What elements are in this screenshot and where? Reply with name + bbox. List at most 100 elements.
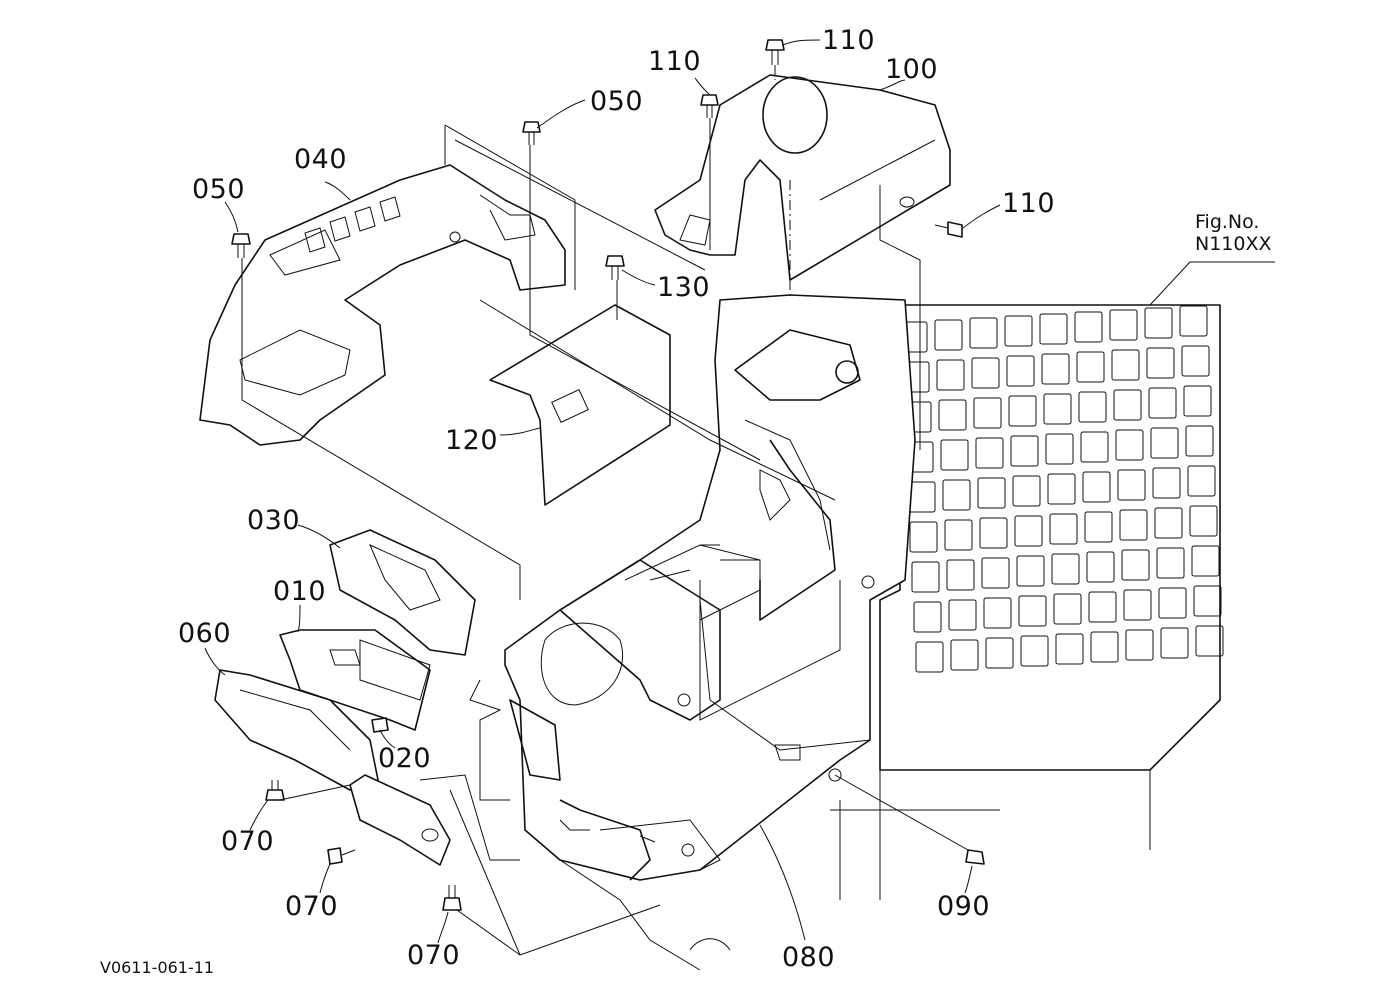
grille-cell bbox=[1004, 315, 1033, 347]
bolt-050-center bbox=[522, 121, 541, 145]
grille-cell bbox=[1158, 587, 1187, 619]
lower-small-cover bbox=[349, 774, 451, 866]
bolt-130 bbox=[605, 255, 625, 280]
upper-cover-100 bbox=[654, 74, 951, 281]
callout-050-left: 050 bbox=[192, 174, 246, 205]
drawing-code: V0611-061-11 bbox=[100, 958, 215, 977]
figure-number-label: Fig.No. N110XX bbox=[1195, 211, 1272, 256]
grille-cell bbox=[940, 439, 969, 471]
panel-030 bbox=[329, 529, 476, 656]
assembly-lines bbox=[241, 65, 969, 956]
grille-cell bbox=[1012, 475, 1041, 507]
grille-cell bbox=[1006, 355, 1035, 387]
bolt-110-left bbox=[700, 94, 719, 118]
grille-cell bbox=[1041, 353, 1070, 385]
grille-cell bbox=[1082, 471, 1111, 503]
grille-cell bbox=[911, 561, 940, 593]
grille-cell bbox=[1043, 393, 1072, 425]
callout-090: 090 bbox=[937, 891, 991, 922]
grille-cell bbox=[1111, 349, 1140, 381]
grille-cell bbox=[979, 517, 1008, 549]
grille-cell bbox=[936, 359, 965, 391]
callout-080: 080 bbox=[782, 942, 836, 973]
grille-cell bbox=[1078, 391, 1107, 423]
grille-cell bbox=[1016, 555, 1045, 587]
grille-cell bbox=[1146, 347, 1175, 379]
grille-cell bbox=[1045, 433, 1074, 465]
grille-cell bbox=[915, 641, 944, 673]
grille-cell bbox=[1179, 305, 1208, 337]
bolt-070-a bbox=[265, 780, 285, 801]
grille-cell bbox=[1113, 389, 1142, 421]
callout-010: 010 bbox=[273, 576, 327, 607]
grille-cell bbox=[946, 559, 975, 591]
grille-cell bbox=[934, 319, 963, 351]
grille-cell bbox=[971, 357, 1000, 389]
callout-120: 120 bbox=[445, 425, 499, 456]
grille-cell bbox=[983, 597, 1012, 629]
grille-cell bbox=[1010, 435, 1039, 467]
callout-110-right: 110 bbox=[1002, 188, 1056, 219]
grille-cell bbox=[1189, 505, 1218, 537]
grille-cell bbox=[969, 317, 998, 349]
callout-100: 100 bbox=[885, 54, 939, 85]
bracket-010 bbox=[279, 629, 431, 731]
grille-cell bbox=[1008, 395, 1037, 427]
callout-070-b: 070 bbox=[285, 891, 339, 922]
grille-cell bbox=[1154, 507, 1183, 539]
grille-cell bbox=[1020, 635, 1049, 667]
callout-110-left: 110 bbox=[648, 46, 702, 77]
grille-cell bbox=[1183, 385, 1212, 417]
grille-cell bbox=[1117, 469, 1146, 501]
grille-cell bbox=[1156, 547, 1185, 579]
grille-cell bbox=[1185, 425, 1214, 457]
bolt-070-c bbox=[442, 885, 462, 911]
bolt-050-left bbox=[231, 233, 251, 258]
bolt-110-top bbox=[765, 39, 785, 65]
grille-cell bbox=[1148, 387, 1177, 419]
grille-cell bbox=[1074, 311, 1103, 343]
grille-cell bbox=[1084, 511, 1113, 543]
grille-cell bbox=[1014, 515, 1043, 547]
grille-cell bbox=[1086, 551, 1115, 583]
bolt-070-b bbox=[327, 847, 356, 865]
callout-020: 020 bbox=[378, 743, 432, 774]
grille-cell bbox=[1152, 467, 1181, 499]
callout-110-top: 110 bbox=[822, 25, 876, 56]
grille-cell bbox=[942, 479, 971, 511]
main-frame-080 bbox=[504, 294, 916, 971]
vent-slots bbox=[304, 196, 401, 253]
grille-cell bbox=[1125, 629, 1154, 661]
grille-cell bbox=[1076, 351, 1105, 383]
grille-cell bbox=[948, 599, 977, 631]
grille-cell bbox=[1187, 465, 1216, 497]
side-plate-120 bbox=[489, 304, 671, 506]
grille-cell bbox=[975, 437, 1004, 469]
grille-cell bbox=[938, 399, 967, 431]
grille-cell bbox=[1119, 509, 1148, 541]
grille-cell bbox=[1088, 591, 1117, 623]
grille-cell bbox=[950, 639, 979, 671]
callout-130: 130 bbox=[657, 272, 711, 303]
grille-cell bbox=[973, 397, 1002, 429]
grille-cell bbox=[1090, 631, 1119, 663]
callout-070-a: 070 bbox=[221, 826, 275, 857]
grille-cell bbox=[1018, 595, 1047, 627]
figure-leader bbox=[1149, 261, 1275, 306]
grille-cell bbox=[1055, 633, 1084, 665]
grille-cell bbox=[1193, 585, 1222, 617]
grille-cell bbox=[1109, 309, 1138, 341]
grille-cell bbox=[1049, 513, 1078, 545]
grille-cell bbox=[1051, 553, 1080, 585]
bolt-090 bbox=[965, 849, 985, 865]
grille-cell bbox=[981, 557, 1010, 589]
grille-cell bbox=[1047, 473, 1076, 505]
callout-030: 030 bbox=[247, 505, 301, 536]
bolts bbox=[231, 39, 985, 911]
grille-cell bbox=[909, 521, 938, 553]
grille-cell bbox=[944, 519, 973, 551]
leader-lines bbox=[204, 39, 1001, 944]
rear-grille bbox=[830, 304, 1224, 900]
